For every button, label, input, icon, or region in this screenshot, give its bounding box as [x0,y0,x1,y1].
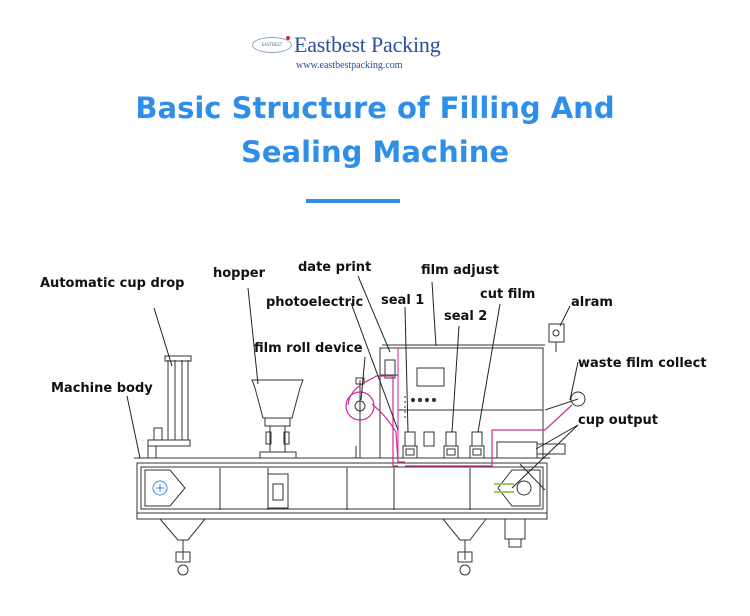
page-title-line-2: Sealing Machine [240,135,510,169]
machine-body-frame [134,457,550,520]
label-photoelectric: photoelectric [266,295,363,310]
label-hopper: hopper [213,266,266,281]
conveyor-output-lane [494,483,514,493]
film-roll-circle [345,391,375,421]
brand-dot [286,36,290,40]
label-cut-film: cut film [480,287,535,302]
film-adjust-station [423,431,435,447]
conveyor-drive-left [144,469,186,507]
leader-lines [126,275,579,489]
label-alram: alram [571,295,613,310]
seal-2-station [443,431,459,459]
label-cup-output: cup output [578,413,658,428]
cup-drop-tower [147,355,192,459]
title-underline [306,199,400,203]
seal-1-station [402,431,418,459]
label-film-roll-device: film roll device [254,341,363,356]
label-waste-film-collect: waste film collect [578,356,707,371]
label-film-adjust: film adjust [421,263,499,278]
brand-url: www.eastbestpacking.com [296,60,403,71]
hopper [251,379,304,509]
leg-left [159,518,206,576]
label-seal-1: seal 1 [381,293,424,308]
leg-outlet [504,518,526,548]
cut-film-station [469,431,485,459]
film-roll-device [354,377,366,458]
alarm-light [548,323,565,352]
page-title-line-1: Basic Structure of Filling And [135,91,615,125]
cup-output-chute [496,441,566,491]
label-automatic-cup-drop: Automatic cup drop [40,276,184,291]
label-machine-body: Machine body [51,381,153,396]
brand-logo: EASTBEST Eastbest Packing www.eastbestpa… [252,30,452,80]
label-seal-2: seal 2 [444,309,487,324]
waste-film-collector [544,391,586,411]
brand-name: Eastbest Packing [294,32,441,57]
leg-right [442,518,487,576]
brand-mark-icon: EASTBEST [252,37,292,53]
label-date-print: date print [298,260,371,275]
film-path [347,375,573,467]
date-print-unit [404,396,437,420]
conveyor-drive-right [497,469,541,507]
